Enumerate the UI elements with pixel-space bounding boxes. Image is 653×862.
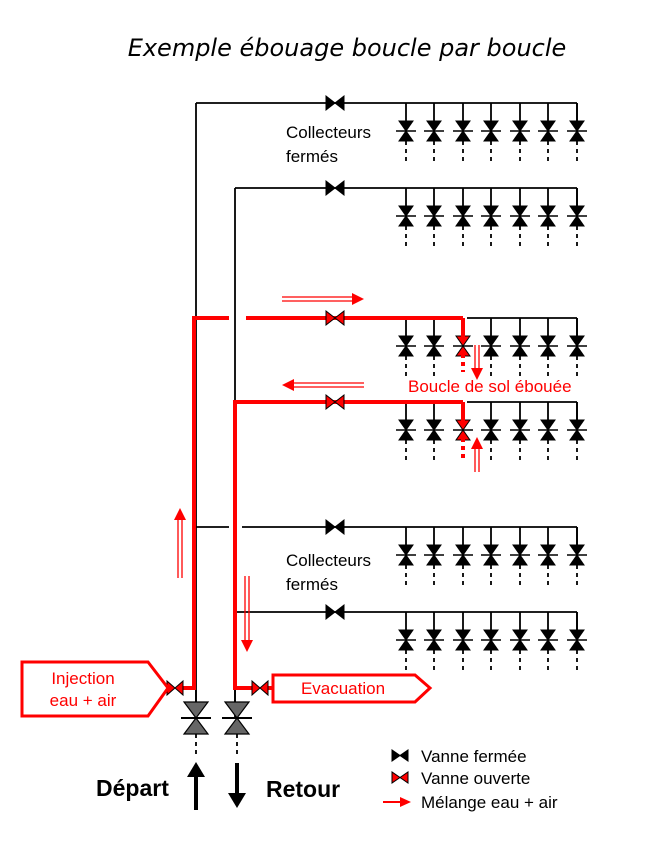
closed-outlet-valve-icon	[481, 402, 501, 462]
legend-open-valve-icon	[391, 771, 409, 784]
closed-outlet-valve-icon	[538, 103, 558, 163]
flow-arrow-loop-down-icon	[471, 345, 483, 380]
closed-collectors-label-1a: Collecteurs	[286, 123, 371, 142]
closed-outlet-valve-icon	[424, 612, 444, 672]
open-inline-valve-icon	[251, 679, 269, 697]
closed-outlet-valve-icon	[538, 612, 558, 672]
legend-mix-arrow-icon	[383, 797, 411, 807]
closed-collectors-label-2b: fermés	[286, 575, 338, 594]
closed-collector-valve-icon	[325, 518, 345, 536]
flow-arrow-up-icon	[174, 508, 186, 578]
legend-open-label: Vanne ouverte	[421, 769, 530, 788]
closed-collectors-label-1b: fermés	[286, 147, 338, 166]
closed-outlet-valve-icon	[396, 318, 416, 378]
flow-arrow-right-icon	[282, 293, 364, 305]
closed-outlet-valve-icon	[510, 188, 530, 248]
closed-outlet-valve-icon	[424, 318, 444, 378]
depart-arrow-icon	[187, 762, 205, 810]
closed-outlet-valve-icon	[510, 103, 530, 163]
closed-outlet-valve-icon	[567, 527, 587, 587]
closed-outlet-valve-icon	[567, 103, 587, 163]
closed-outlet-valve-icon	[567, 318, 587, 378]
flow-arrows	[174, 293, 483, 652]
loop-label: Boucle de sol ébouée	[408, 377, 572, 396]
closed-outlet-valve-icon	[424, 402, 444, 462]
flow-arrow-left-icon	[282, 379, 364, 391]
injection-label-line2: eau + air	[50, 691, 117, 710]
flushing-flow-path	[182, 316, 465, 690]
closed-outlet-valve-icon	[510, 402, 530, 462]
closed-outlet-valve-icon	[538, 402, 558, 462]
legend-mix-label: Mélange eau + air	[421, 793, 558, 812]
flow-arrow-down-icon	[241, 576, 253, 652]
depart-label: Départ	[96, 775, 169, 801]
closed-outlet-valve-icon	[453, 612, 473, 672]
closed-outlet-valve-icon	[538, 527, 558, 587]
closed-outlet-valve-icon	[424, 103, 444, 163]
closed-outlet-valve-icon	[510, 612, 530, 672]
main-gate-valve-icon	[222, 701, 252, 754]
open-collector-valve-icon	[325, 393, 345, 411]
closed-outlet-valve-icon	[481, 318, 501, 378]
retour-label: Retour	[266, 776, 340, 802]
closed-outlet-valve-icon	[567, 402, 587, 462]
outlet-valves	[396, 103, 587, 672]
evacuation-box	[271, 673, 433, 704]
main-gate-valves	[181, 701, 252, 754]
closed-outlet-valve-icon	[567, 612, 587, 672]
closed-outlet-valve-icon	[424, 527, 444, 587]
closed-outlet-valve-icon	[396, 402, 416, 462]
closed-outlet-valve-icon	[424, 188, 444, 248]
closed-outlet-valve-icon	[396, 527, 416, 587]
legend-closed-label: Vanne fermée	[421, 747, 527, 766]
closed-outlet-valve-icon	[538, 188, 558, 248]
closed-collectors-label-2a: Collecteurs	[286, 551, 371, 570]
closed-collector-valve-icon	[325, 94, 345, 112]
legend-closed-valve-icon	[391, 749, 409, 762]
closed-outlet-valve-icon	[481, 527, 501, 587]
diagram-title: Exemple ébouage boucle par boucle	[128, 34, 567, 62]
closed-outlet-valve-icon	[453, 527, 473, 587]
closed-collector-valve-icon	[325, 603, 345, 621]
closed-outlet-valve-icon	[538, 318, 558, 378]
closed-outlet-valve-icon	[396, 103, 416, 163]
closed-outlet-valve-icon	[481, 612, 501, 672]
injection-box	[20, 660, 170, 718]
main-gate-valve-icon	[181, 701, 211, 754]
closed-outlet-valve-icon	[396, 612, 416, 672]
closed-outlet-valve-icon	[453, 188, 473, 248]
closed-outlet-valve-icon	[453, 103, 473, 163]
open-collector-valve-icon	[325, 309, 345, 327]
closed-outlet-valve-icon	[396, 188, 416, 248]
closed-outlet-valve-icon	[510, 318, 530, 378]
injection-label-line1: Injection	[51, 669, 114, 688]
closed-outlet-valve-icon	[481, 188, 501, 248]
closed-outlet-valve-icon	[481, 103, 501, 163]
flow-arrow-loop-up-icon	[471, 437, 483, 472]
closed-outlet-valve-icon	[510, 527, 530, 587]
closed-outlet-valve-icon	[567, 188, 587, 248]
evacuation-label: Evacuation	[301, 679, 385, 698]
collector-main-valves	[166, 94, 345, 697]
retour-arrow-icon	[228, 763, 246, 808]
legend: Vanne fermée Vanne ouverte Mélange eau +…	[383, 747, 558, 812]
closed-collector-valve-icon	[325, 179, 345, 197]
